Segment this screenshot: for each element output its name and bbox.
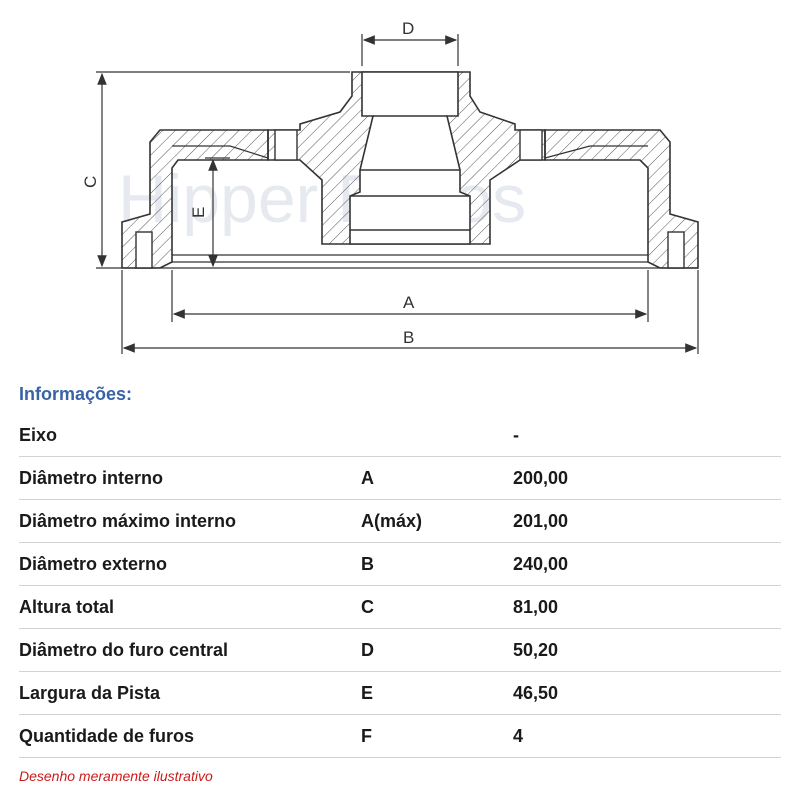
spec-code: B [361, 542, 513, 586]
spec-row: Eixo - [19, 414, 781, 457]
spec-label: Altura total [19, 585, 361, 629]
spec-code: A [361, 456, 513, 500]
spec-code: C [361, 585, 513, 629]
dim-label-d: D [402, 19, 414, 38]
hub-bore [349, 71, 471, 245]
dimension-e [205, 157, 230, 268]
inner-surface-lines [122, 145, 698, 269]
spec-code: E [361, 671, 513, 715]
spec-value: 46,50 [513, 671, 781, 715]
technical-drawing-svg: Hipper Freios [81, 19, 699, 354]
spec-value: 240,00 [513, 542, 781, 586]
spec-label: Largura da Pista [19, 671, 361, 715]
dimension-b [121, 270, 699, 354]
spec-label: Diâmetro externo [19, 542, 361, 586]
info-title: Informações: [19, 384, 133, 404]
dim-label-e: E [189, 207, 208, 218]
spec-value: 200,00 [513, 456, 781, 500]
spec-label: Eixo [19, 414, 361, 457]
spec-value: 81,00 [513, 585, 781, 629]
spec-code: F [361, 714, 513, 758]
spec-value: - [513, 414, 781, 457]
dimension-a [171, 270, 649, 322]
spec-value: 201,00 [513, 499, 781, 543]
dim-label-c: C [81, 176, 100, 188]
brake-drum-drawing: Hipper Freios [0, 0, 800, 370]
spec-code: A(máx) [361, 499, 513, 543]
spec-label: Diâmetro do furo central [19, 628, 361, 672]
dim-label-b: B [403, 328, 414, 347]
spec-value: 4 [513, 714, 781, 758]
spec-label: Quantidade de furos [19, 714, 361, 758]
spec-code: D [361, 628, 513, 672]
spec-label: Diâmetro máximo interno [19, 499, 361, 543]
dimension-d [361, 34, 459, 66]
spec-code [361, 414, 513, 457]
dimension-c [96, 71, 350, 269]
spec-value: 50,20 [513, 628, 781, 672]
dim-label-a: A [403, 293, 415, 312]
spec-label: Diâmetro interno [19, 456, 361, 500]
stud-holes [135, 129, 685, 269]
illustrative-note: Desenho meramente ilustrativo [19, 768, 213, 784]
